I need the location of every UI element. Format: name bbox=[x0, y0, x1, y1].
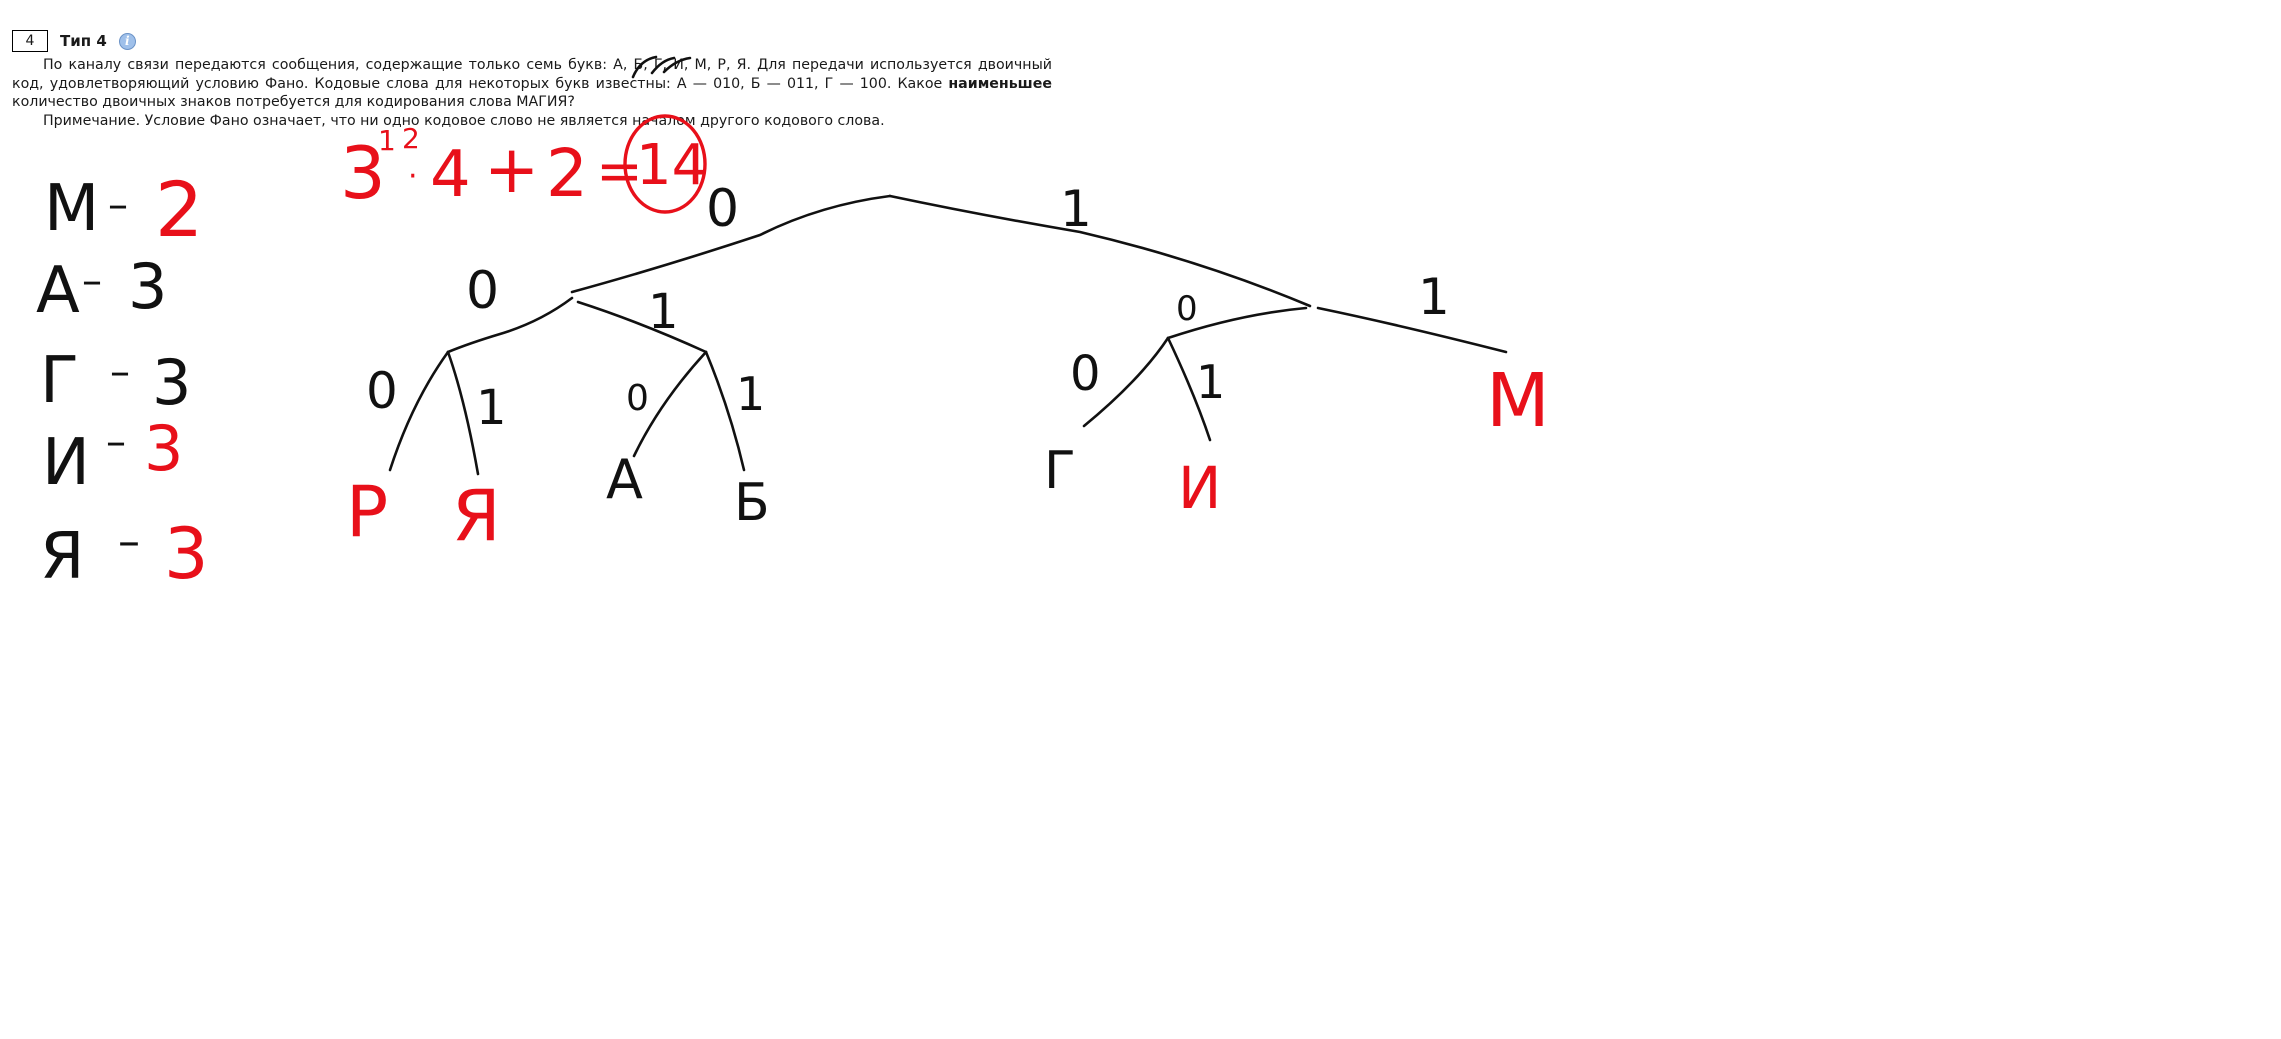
svg-text:1: 1 bbox=[476, 380, 507, 436]
problem-header: 4 Тип 4 i bbox=[12, 28, 1052, 54]
result-circle bbox=[623, 114, 707, 214]
formula: 3 1 2 · 4 + 2 = 14 bbox=[340, 114, 707, 215]
statement-bold-word: наименьшее bbox=[948, 75, 1052, 92]
svg-text:+: + bbox=[484, 131, 539, 208]
scribble-strikeout bbox=[631, 55, 692, 79]
length-row-g: Г – 3 bbox=[40, 344, 191, 419]
svg-text:3: 3 bbox=[164, 513, 209, 595]
svg-text:Р: Р bbox=[346, 471, 388, 553]
svg-text:3: 3 bbox=[128, 250, 167, 323]
length-row-a: А – 3 bbox=[36, 250, 167, 328]
svg-text:0: 0 bbox=[706, 179, 739, 239]
svg-text:–: – bbox=[118, 516, 140, 567]
svg-text:3: 3 bbox=[144, 412, 183, 485]
length-row-ya: Я – 3 bbox=[40, 513, 209, 595]
problem-block: 4 Тип 4 i По каналу связи передаются соо… bbox=[12, 28, 1052, 130]
svg-text:Б: Б bbox=[734, 473, 770, 533]
svg-text:1: 1 bbox=[1060, 180, 1092, 238]
tree-edge-labels: 0 1 0 1 0 1 0 1 0 1 0 1 bbox=[366, 179, 1450, 436]
svg-text:И: И bbox=[1178, 454, 1221, 522]
svg-text:2: 2 bbox=[402, 122, 420, 155]
svg-text:1: 1 bbox=[378, 124, 396, 157]
svg-text:3: 3 bbox=[152, 346, 191, 419]
info-icon[interactable]: i bbox=[118, 32, 136, 50]
svg-text:14: 14 bbox=[636, 133, 707, 198]
svg-text:А: А bbox=[36, 254, 80, 328]
svg-text:Я: Я bbox=[452, 475, 501, 557]
svg-text:2: 2 bbox=[155, 165, 203, 254]
svg-text:1: 1 bbox=[736, 367, 765, 421]
svg-text:1: 1 bbox=[1418, 268, 1450, 326]
tree-leaves: Р Я А Б Г И М bbox=[346, 358, 1550, 557]
svg-text:2: 2 bbox=[546, 135, 588, 212]
svg-text:А: А bbox=[606, 448, 643, 511]
svg-text:4: 4 bbox=[430, 138, 471, 212]
fano-tree: 0 1 0 1 0 1 0 1 0 1 0 1 Р Я А Б Г И М bbox=[346, 179, 1550, 557]
problem-type-label: Тип 4 bbox=[60, 31, 107, 50]
svg-text:М: М bbox=[1486, 358, 1550, 444]
svg-text:М: М bbox=[44, 172, 99, 246]
svg-text:0: 0 bbox=[1070, 346, 1101, 402]
svg-text:–: – bbox=[108, 182, 128, 228]
svg-text:–: – bbox=[106, 419, 126, 465]
tree-edges bbox=[388, 194, 1508, 476]
statement-part2: количество двоичных знаков потребуется д… bbox=[12, 94, 575, 110]
problem-number-box: 4 bbox=[12, 30, 48, 52]
length-row-m: М – 2 bbox=[44, 165, 203, 254]
svg-text:0: 0 bbox=[366, 362, 398, 420]
svg-text:3: 3 bbox=[340, 131, 386, 215]
svg-text:Г: Г bbox=[40, 344, 79, 418]
problem-statement: По каналу связи передаются сообщения, со… bbox=[12, 56, 1052, 112]
svg-text:1: 1 bbox=[1196, 355, 1225, 409]
svg-text:0: 0 bbox=[466, 261, 499, 321]
length-row-i: И – 3 bbox=[42, 412, 183, 500]
svg-text:1: 1 bbox=[648, 284, 679, 340]
letter-lengths-list: М – 2 А – 3 Г – 3 И – 3 Я – 3 bbox=[36, 165, 209, 595]
svg-text:–: – bbox=[82, 258, 102, 304]
svg-text:·: · bbox=[408, 159, 418, 194]
statement-part1: По каналу связи передаются сообщения, со… bbox=[12, 57, 1052, 92]
svg-text:Г: Г bbox=[1044, 441, 1076, 501]
svg-text:И: И bbox=[42, 426, 90, 500]
svg-text:Я: Я bbox=[40, 520, 84, 594]
svg-text:0: 0 bbox=[1176, 289, 1198, 329]
svg-text:–: – bbox=[110, 349, 130, 395]
svg-text:0: 0 bbox=[626, 378, 649, 419]
